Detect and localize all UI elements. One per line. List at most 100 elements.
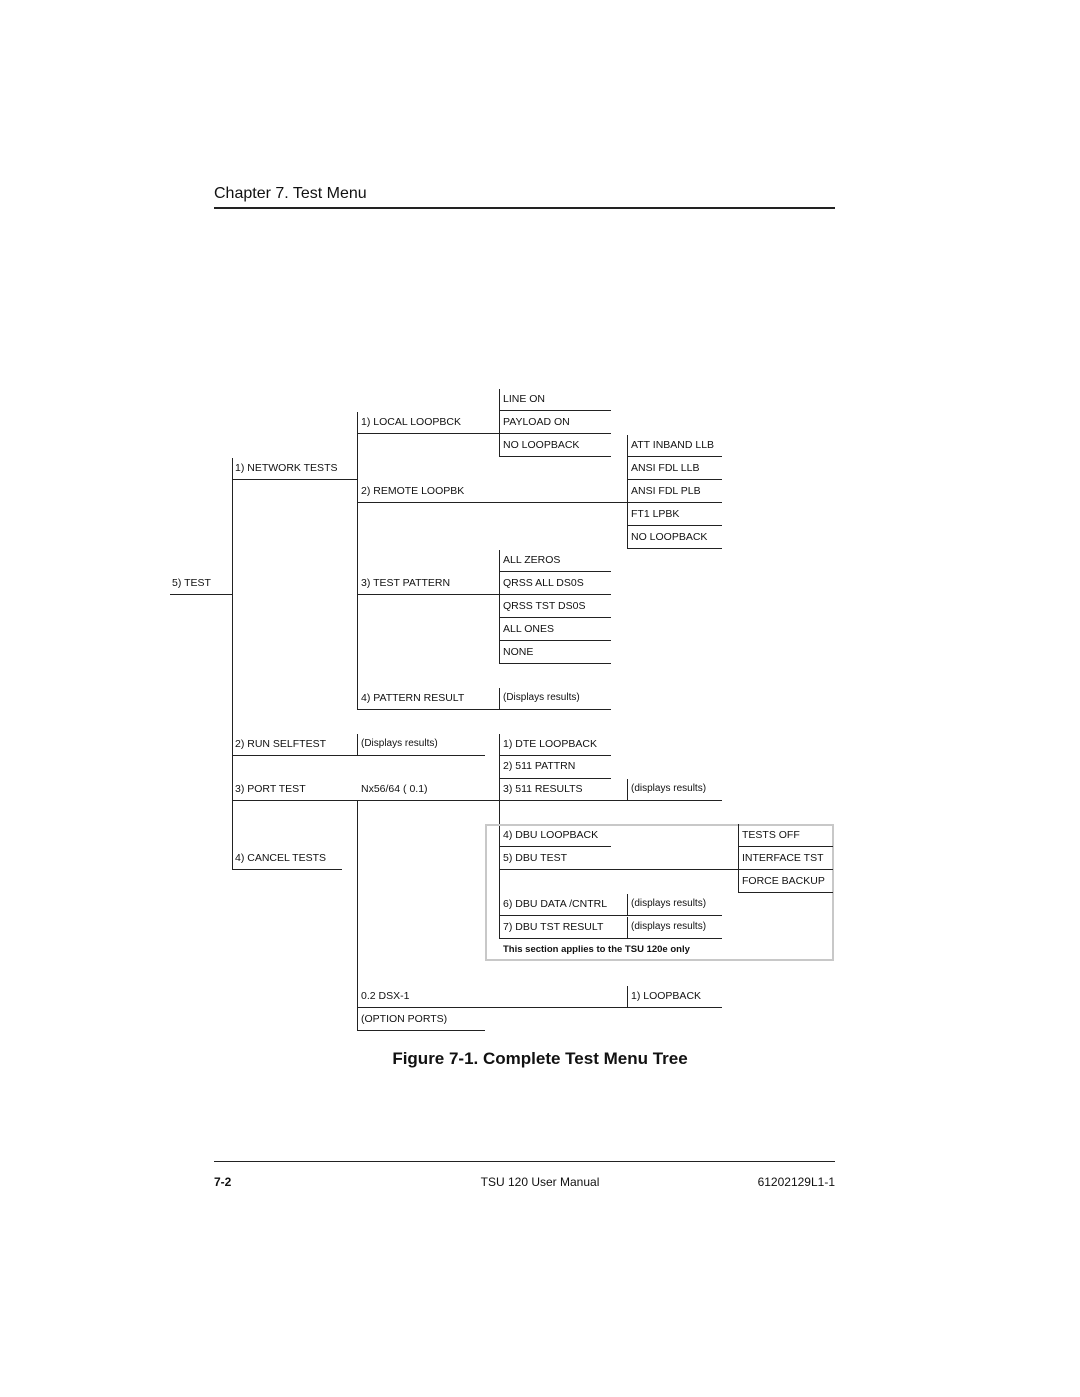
connector-line: [627, 435, 628, 549]
connector-line: [357, 800, 358, 1030]
tree-node-511-results: 3) 511 RESULTS: [503, 783, 583, 795]
connector-line: [499, 778, 611, 779]
tree-node-none: NONE: [503, 646, 534, 658]
connector-line: [357, 709, 499, 710]
tree-node-local-loopbck: 1) LOCAL LOOPBCK: [361, 416, 461, 428]
tree-node-test: 5) TEST: [172, 577, 211, 589]
connector-line: [627, 800, 722, 801]
footer-rule: [214, 1161, 835, 1162]
tree-node-run-selftest: 2) RUN SELFTEST: [235, 738, 327, 750]
tree-node-ansi-fdl-llb: ANSI FDL LLB: [631, 462, 700, 474]
tree-node-pattern-result: 4) PATTERN RESULT: [361, 692, 465, 704]
connector-line: [499, 734, 500, 923]
tree-node-dte-loopback: 1) DTE LOOPBACK: [503, 738, 597, 750]
tree-node-nx-port: Nx56/64 ( 0.1): [361, 783, 428, 795]
connector-line: [627, 502, 722, 503]
connector-line: [627, 779, 628, 800]
tree-node-interface-tst: INTERFACE TST: [742, 852, 824, 864]
connector-line: [499, 688, 500, 709]
tree-node-no-loopback-remote: NO LOOPBACK: [631, 531, 708, 543]
tree-node-511-results-value: (displays results): [631, 783, 707, 794]
connector-line: [232, 869, 342, 870]
connector-line: [499, 410, 611, 411]
connector-line: [627, 938, 722, 939]
tree-node-all-ones: ALL ONES: [503, 623, 554, 635]
header-rule: [214, 207, 835, 209]
connector-line: [499, 550, 500, 663]
connector-line: [357, 1030, 485, 1031]
tree-node-network-tests: 1) NETWORK TESTS: [235, 462, 338, 474]
tree-node-dsx-port: 0.2 DSX-1: [361, 990, 410, 1002]
connector-line: [499, 846, 611, 847]
connector-line: [499, 755, 611, 756]
connector-line: [357, 502, 627, 503]
connector-line: [499, 800, 627, 801]
connector-line: [499, 915, 627, 916]
connector-line: [499, 938, 627, 939]
tree-node-no-loopback: NO LOOPBACK: [503, 439, 580, 451]
connector-line: [499, 709, 611, 710]
tree-node-dbu-loopback: 4) DBU LOOPBACK: [503, 829, 599, 841]
tree-node-dbu-test: 5) DBU TEST: [503, 852, 567, 864]
connector-line: [232, 755, 357, 756]
tree-node-dsx-loopback: 1) LOOPBACK: [631, 990, 702, 1002]
connector-line: [357, 594, 499, 595]
tree-node-tests-off: TESTS OFF: [742, 829, 800, 841]
connector-line: [357, 412, 358, 709]
connector-line: [232, 458, 233, 870]
connector-line: [357, 433, 499, 434]
tree-node-pattern-result-value: (Displays results): [503, 692, 580, 703]
manual-title: TSU 120 User Manual: [480, 1175, 600, 1189]
connector-line: [499, 433, 611, 434]
tree-node-remote-loopbk: 2) REMOTE LOOPBK: [361, 485, 465, 497]
connector-line: [627, 479, 722, 480]
connector-line: [499, 663, 611, 664]
tree-node-qrss-tst-ds0s: QRSS TST DS0S: [503, 600, 586, 612]
tree-node-dbu-data-cntrl: 6) DBU DATA /CNTRL: [503, 898, 608, 910]
document-number: 61202129L1-1: [757, 1175, 835, 1189]
connector-line: [627, 915, 722, 916]
chapter-title: Chapter 7. Test Menu: [214, 185, 367, 202]
connector-line: [627, 548, 722, 549]
connector-line: [627, 986, 628, 1007]
tree-node-port-test: 3) PORT TEST: [235, 783, 306, 795]
connector-line: [499, 456, 611, 457]
tree-node-test-pattern: 3) TEST PATTERN: [361, 577, 451, 589]
connector-line: [738, 892, 833, 893]
tree-node-selftest-value: (Displays results): [361, 738, 438, 749]
connector-line: [357, 800, 499, 801]
dbu-section-box: [485, 824, 834, 961]
connector-line: [357, 1007, 722, 1008]
tree-node-ansi-fdl-plb: ANSI FDL PLB: [631, 485, 701, 497]
tree-node-line-on: LINE ON: [503, 393, 546, 405]
figure-caption: Figure 7-1. Complete Test Menu Tree: [392, 1049, 688, 1068]
connector-line: [357, 734, 358, 755]
tree-node-qrss-all-ds0s: QRSS ALL DS0S: [503, 577, 584, 589]
connector-line: [627, 456, 722, 457]
connector-line: [232, 479, 357, 480]
dbu-section-note: This section applies to the TSU 120e onl…: [503, 944, 690, 955]
connector-line: [627, 917, 628, 938]
tree-node-att-inband-llb: ATT INBAND LLB: [631, 439, 715, 451]
tree-node-dbu-tst-result-value: (displays results): [631, 921, 707, 932]
connector-line: [738, 846, 833, 847]
tree-node-cancel-tests: 4) CANCEL TESTS: [235, 852, 327, 864]
connector-line: [499, 869, 738, 870]
page-number: 7-2: [214, 1175, 232, 1189]
tree-node-dbu-tst-result: 7) DBU TST RESULT: [503, 921, 604, 933]
tree-node-511-pattrn: 2) 511 PATTRN: [503, 760, 576, 772]
connector-line: [170, 594, 232, 595]
connector-line: [499, 571, 611, 572]
connector-line: [738, 869, 833, 870]
connector-line: [627, 894, 628, 915]
connector-line: [499, 617, 611, 618]
tree-node-force-backup: FORCE BACKUP: [742, 875, 825, 887]
connector-line: [499, 594, 611, 595]
tree-node-payload-on: PAYLOAD ON: [503, 416, 570, 428]
tree-node-ft1-lpbk: FT1 LPBK: [631, 508, 680, 520]
tree-node-dbu-data-value: (displays results): [631, 898, 707, 909]
tree-node-all-zeros: ALL ZEROS: [503, 554, 561, 566]
connector-line: [499, 389, 500, 457]
connector-line: [357, 755, 485, 756]
